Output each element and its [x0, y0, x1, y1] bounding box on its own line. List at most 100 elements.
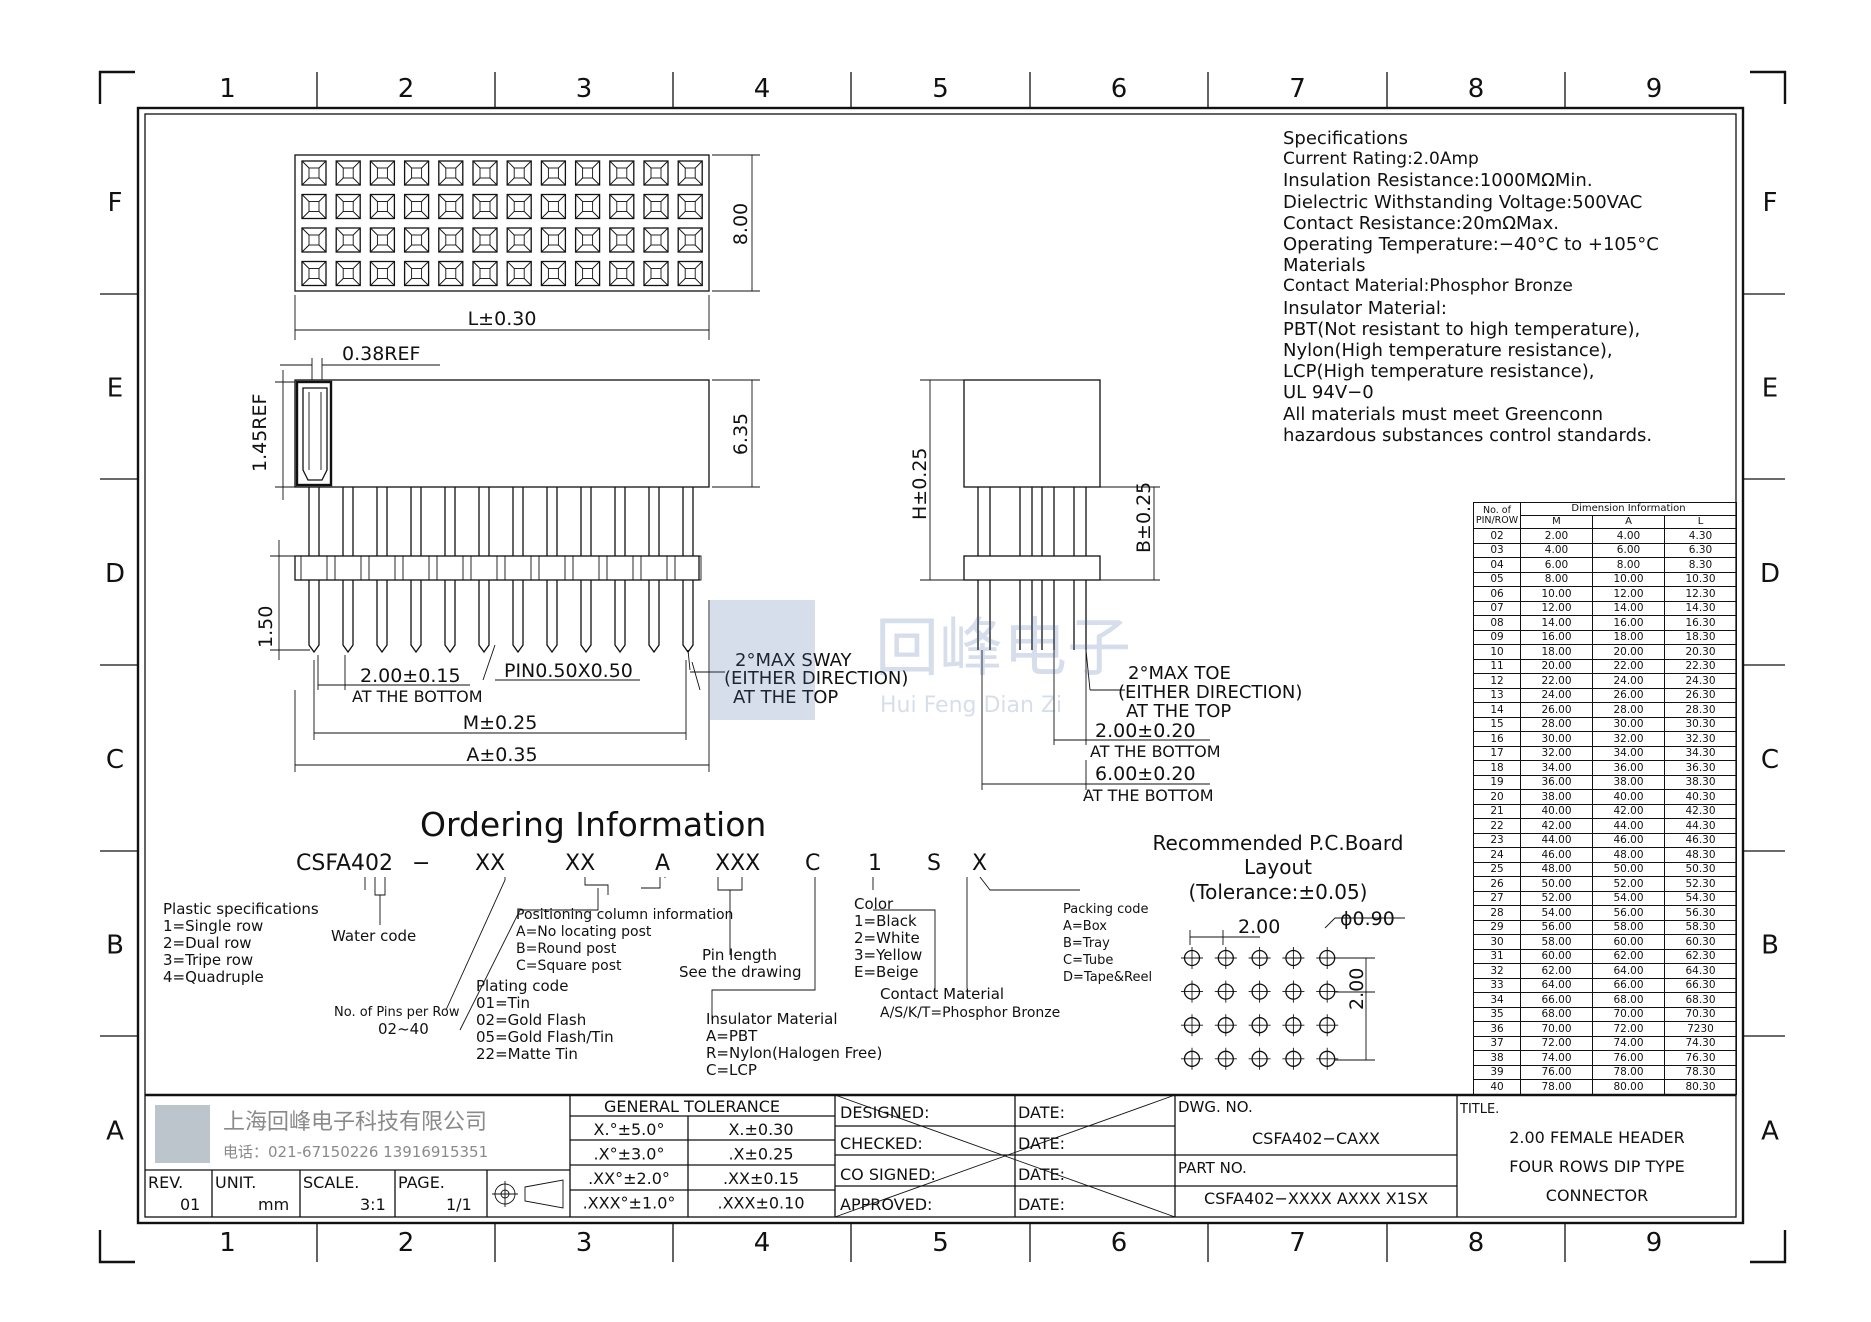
l-cell: 76.30 — [1664, 1050, 1737, 1066]
socket-cell — [506, 260, 532, 287]
ordering-plating-0: Plating code — [476, 977, 568, 995]
toe-3: AT THE TOP — [1126, 701, 1231, 722]
m-cell: 32.00 — [1520, 745, 1593, 761]
a-cell: 8.00 — [1592, 557, 1665, 573]
a-cell: 66.00 — [1592, 977, 1665, 993]
ordering-insulator-3: C=LCP — [706, 1061, 757, 1079]
a-cell: 28.00 — [1592, 702, 1665, 718]
m-cell: 28.00 — [1520, 716, 1593, 732]
a-cell: 32.00 — [1592, 731, 1665, 747]
tolerance-linear-0: X.±0.30 — [728, 1120, 793, 1139]
dim-b: B±0.25 — [1133, 482, 1155, 553]
m-cell: 26.00 — [1520, 702, 1593, 718]
l-cell: 48.30 — [1664, 847, 1737, 863]
side-view: H±0.25 B±0.25 2°MAX TOE (EITHER DIRECTIO… — [909, 379, 1302, 805]
socket-cell — [609, 227, 635, 253]
a-cell: 48.00 — [1592, 847, 1665, 863]
a-cell: 34.00 — [1592, 745, 1665, 761]
pin — [376, 487, 388, 654]
m-cell: 72.00 — [1520, 1035, 1593, 1051]
spec-line-1: Current Rating:2.0Amp — [1283, 149, 1479, 170]
dim-side-pitch: 2.00±0.20 — [1095, 720, 1196, 742]
m-cell: 56.00 — [1520, 919, 1593, 935]
pin-count-cell: 33 — [1473, 977, 1521, 993]
m-cell: 78.00 — [1520, 1079, 1593, 1095]
ordering-plating-3: 05=Gold Flash/Tin — [476, 1028, 614, 1046]
l-cell: 80.30 — [1664, 1079, 1737, 1095]
code-packing: X — [972, 851, 987, 876]
company-name: 上海回峰电子科技有限公司 — [223, 1110, 487, 1135]
part-no-label: PART NO. — [1178, 1159, 1247, 1177]
dim-pitch-note: AT THE BOTTOM — [352, 687, 483, 706]
pin-count-cell: 13 — [1473, 687, 1521, 703]
a-cell: 52.00 — [1592, 876, 1665, 892]
a-cell: 60.00 — [1592, 934, 1665, 950]
l-cell: 8.30 — [1664, 557, 1737, 573]
m-cell: 54.00 — [1520, 905, 1593, 921]
pin-count-cell: 11 — [1473, 658, 1521, 674]
dim-l: L±0.30 — [468, 308, 537, 330]
column-label-8: 8 — [1468, 74, 1485, 104]
sway-1: 2°MAX SWAY — [735, 650, 853, 671]
m-cell: 22.00 — [1520, 673, 1593, 689]
a-cell: 46.00 — [1592, 832, 1665, 848]
top-view: 8.00 L±0.30 — [294, 154, 760, 340]
title-label: TITLE. — [1459, 1102, 1499, 1117]
ordering-packing-4: D=Tape&Reel — [1063, 970, 1152, 985]
code-plating: A — [655, 851, 670, 876]
a-cell: 78.00 — [1592, 1064, 1665, 1080]
pcb-title-2: Layout — [1244, 855, 1312, 879]
l-cell: 74.30 — [1664, 1035, 1737, 1051]
a-cell: 40.00 — [1592, 789, 1665, 805]
m-cell: 4.00 — [1520, 542, 1593, 558]
scale-label: SCALE. — [303, 1173, 359, 1192]
dim-pin-size: PIN0.50X0.50 — [504, 660, 633, 682]
a-cell: 54.00 — [1592, 890, 1665, 906]
row-label-B: B — [1761, 931, 1779, 961]
ordering-color-3: 3=Yellow — [854, 946, 922, 964]
a-cell: 24.00 — [1592, 673, 1665, 689]
column-label-3: 3 — [576, 74, 593, 104]
l-cell: 30.30 — [1664, 716, 1737, 732]
socket-cell — [301, 193, 327, 220]
row-label-F: F — [1763, 188, 1778, 218]
a-cell: 20.00 — [1592, 644, 1665, 660]
page-label: PAGE. — [398, 1173, 445, 1192]
l-cell: 6.30 — [1664, 542, 1737, 558]
socket-cell — [540, 193, 567, 220]
l-cell: 18.30 — [1664, 629, 1737, 645]
m-cell: 30.00 — [1520, 731, 1593, 747]
tolerance-linear-3: .XXX±0.10 — [718, 1194, 805, 1213]
m-cell: 10.00 — [1520, 586, 1593, 602]
ordering-plastic-2: 2=Dual row — [163, 934, 252, 952]
socket-cell — [403, 260, 430, 287]
a-cell: 80.00 — [1592, 1079, 1665, 1095]
l-cell: 20.30 — [1664, 644, 1737, 660]
spec-line-5: Operating Temperature:−40°C to +105°C — [1283, 234, 1659, 256]
socket-cell — [609, 160, 635, 186]
column-label-1: 1 — [219, 74, 236, 104]
l-cell: 14.30 — [1664, 600, 1737, 616]
dim-col-m: M — [1520, 515, 1593, 529]
m-cell: 12.00 — [1520, 600, 1593, 616]
pin-count-cell: 25 — [1473, 861, 1521, 877]
row-label-A: A — [1761, 1117, 1779, 1147]
ordering-positioning-1: A=No locating post — [516, 924, 652, 940]
row-label-F: F — [108, 188, 123, 218]
l-cell: 24.30 — [1664, 673, 1737, 689]
a-cell: 10.00 — [1592, 571, 1665, 587]
spec-line-10: Nylon(High temperature resistance), — [1283, 340, 1613, 362]
pin-count-cell: 23 — [1473, 832, 1521, 848]
column-label-5: 5 — [932, 74, 949, 104]
l-cell: 66.30 — [1664, 977, 1737, 993]
title-line-1: 2.00 FEMALE HEADER — [1509, 1128, 1685, 1147]
pin — [512, 487, 524, 654]
